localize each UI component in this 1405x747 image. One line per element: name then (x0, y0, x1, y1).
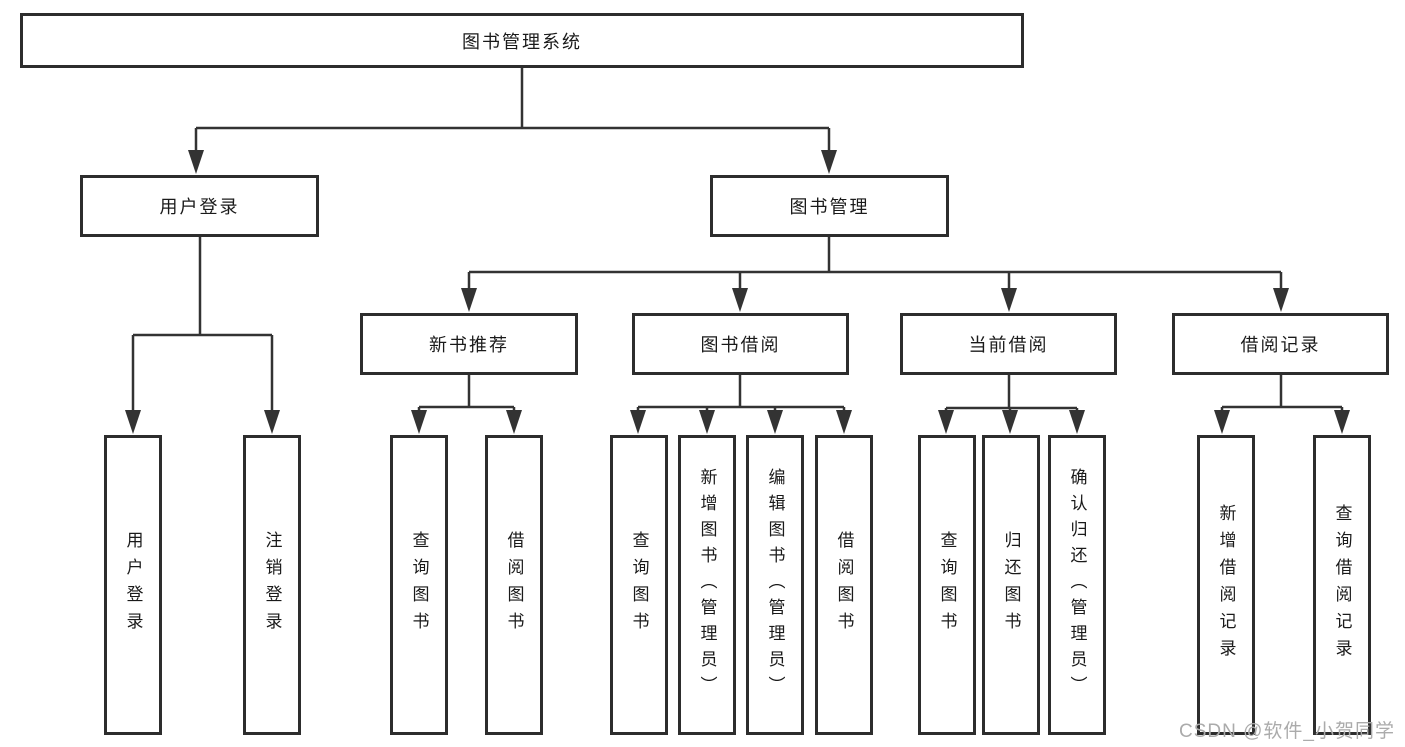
node-current-borrowing: 当前借阅 (900, 313, 1117, 375)
leaf-edit-books-admin: 编辑图书（管理员） (746, 435, 804, 735)
leaf-query-borrow-record-label: 查询借阅记录 (1332, 504, 1352, 666)
leaf-add-borrow-record-label: 新增借阅记录 (1216, 504, 1236, 666)
leaf-user-login: 用户登录 (104, 435, 162, 735)
leaf-borrow-books-borrowing-label: 借阅图书 (834, 531, 854, 639)
leaf-borrow-books-recommend-label: 借阅图书 (504, 531, 524, 639)
leaf-user-login-label: 用户登录 (123, 531, 143, 639)
leaf-query-books-recommend: 查询图书 (390, 435, 448, 735)
leaf-confirm-return-admin-label: 确认归还（管理员） (1067, 468, 1087, 702)
leaf-return-books: 归还图书 (982, 435, 1040, 735)
node-book-borrowing-label: 图书借阅 (700, 335, 781, 355)
leaf-query-books-current-label: 查询图书 (937, 531, 957, 639)
leaf-logout: 注销登录 (243, 435, 301, 735)
leaf-query-books-recommend-label: 查询图书 (409, 531, 429, 639)
node-current-borrowing-label: 当前借阅 (968, 335, 1049, 355)
leaf-confirm-return-admin: 确认归还（管理员） (1048, 435, 1106, 735)
node-borrowing-records: 借阅记录 (1172, 313, 1389, 375)
node-book-borrowing: 图书借阅 (632, 313, 849, 375)
leaf-borrow-books-recommend: 借阅图书 (485, 435, 543, 735)
root-node-label: 图书管理系统 (462, 31, 582, 52)
node-book-management: 图书管理 (710, 175, 949, 237)
root-node-library-system: 图书管理系统 (20, 13, 1024, 68)
leaf-edit-books-admin-label: 编辑图书（管理员） (765, 468, 785, 702)
node-book-management-label: 图书管理 (789, 197, 870, 217)
leaf-add-books-admin-label: 新增图书（管理员） (697, 468, 717, 702)
leaf-query-books-current: 查询图书 (918, 435, 976, 735)
leaf-return-books-label: 归还图书 (1001, 531, 1021, 639)
node-new-book-recommendation: 新书推荐 (360, 313, 578, 375)
leaf-query-books-borrowing-label: 查询图书 (629, 531, 649, 639)
node-user-login-label: 用户登录 (159, 197, 240, 217)
csdn-watermark: CSDN @软件_小贺同学 (1179, 721, 1395, 742)
leaf-add-books-admin: 新增图书（管理员） (678, 435, 736, 735)
node-user-login: 用户登录 (80, 175, 319, 237)
leaf-query-borrow-record: 查询借阅记录 (1313, 435, 1371, 735)
leaf-borrow-books-borrowing: 借阅图书 (815, 435, 873, 735)
node-new-book-recommendation-label: 新书推荐 (429, 335, 509, 355)
leaf-logout-label: 注销登录 (262, 531, 282, 639)
leaf-add-borrow-record: 新增借阅记录 (1197, 435, 1255, 735)
leaf-query-books-borrowing: 查询图书 (610, 435, 668, 735)
node-borrowing-records-label: 借阅记录 (1240, 335, 1321, 355)
